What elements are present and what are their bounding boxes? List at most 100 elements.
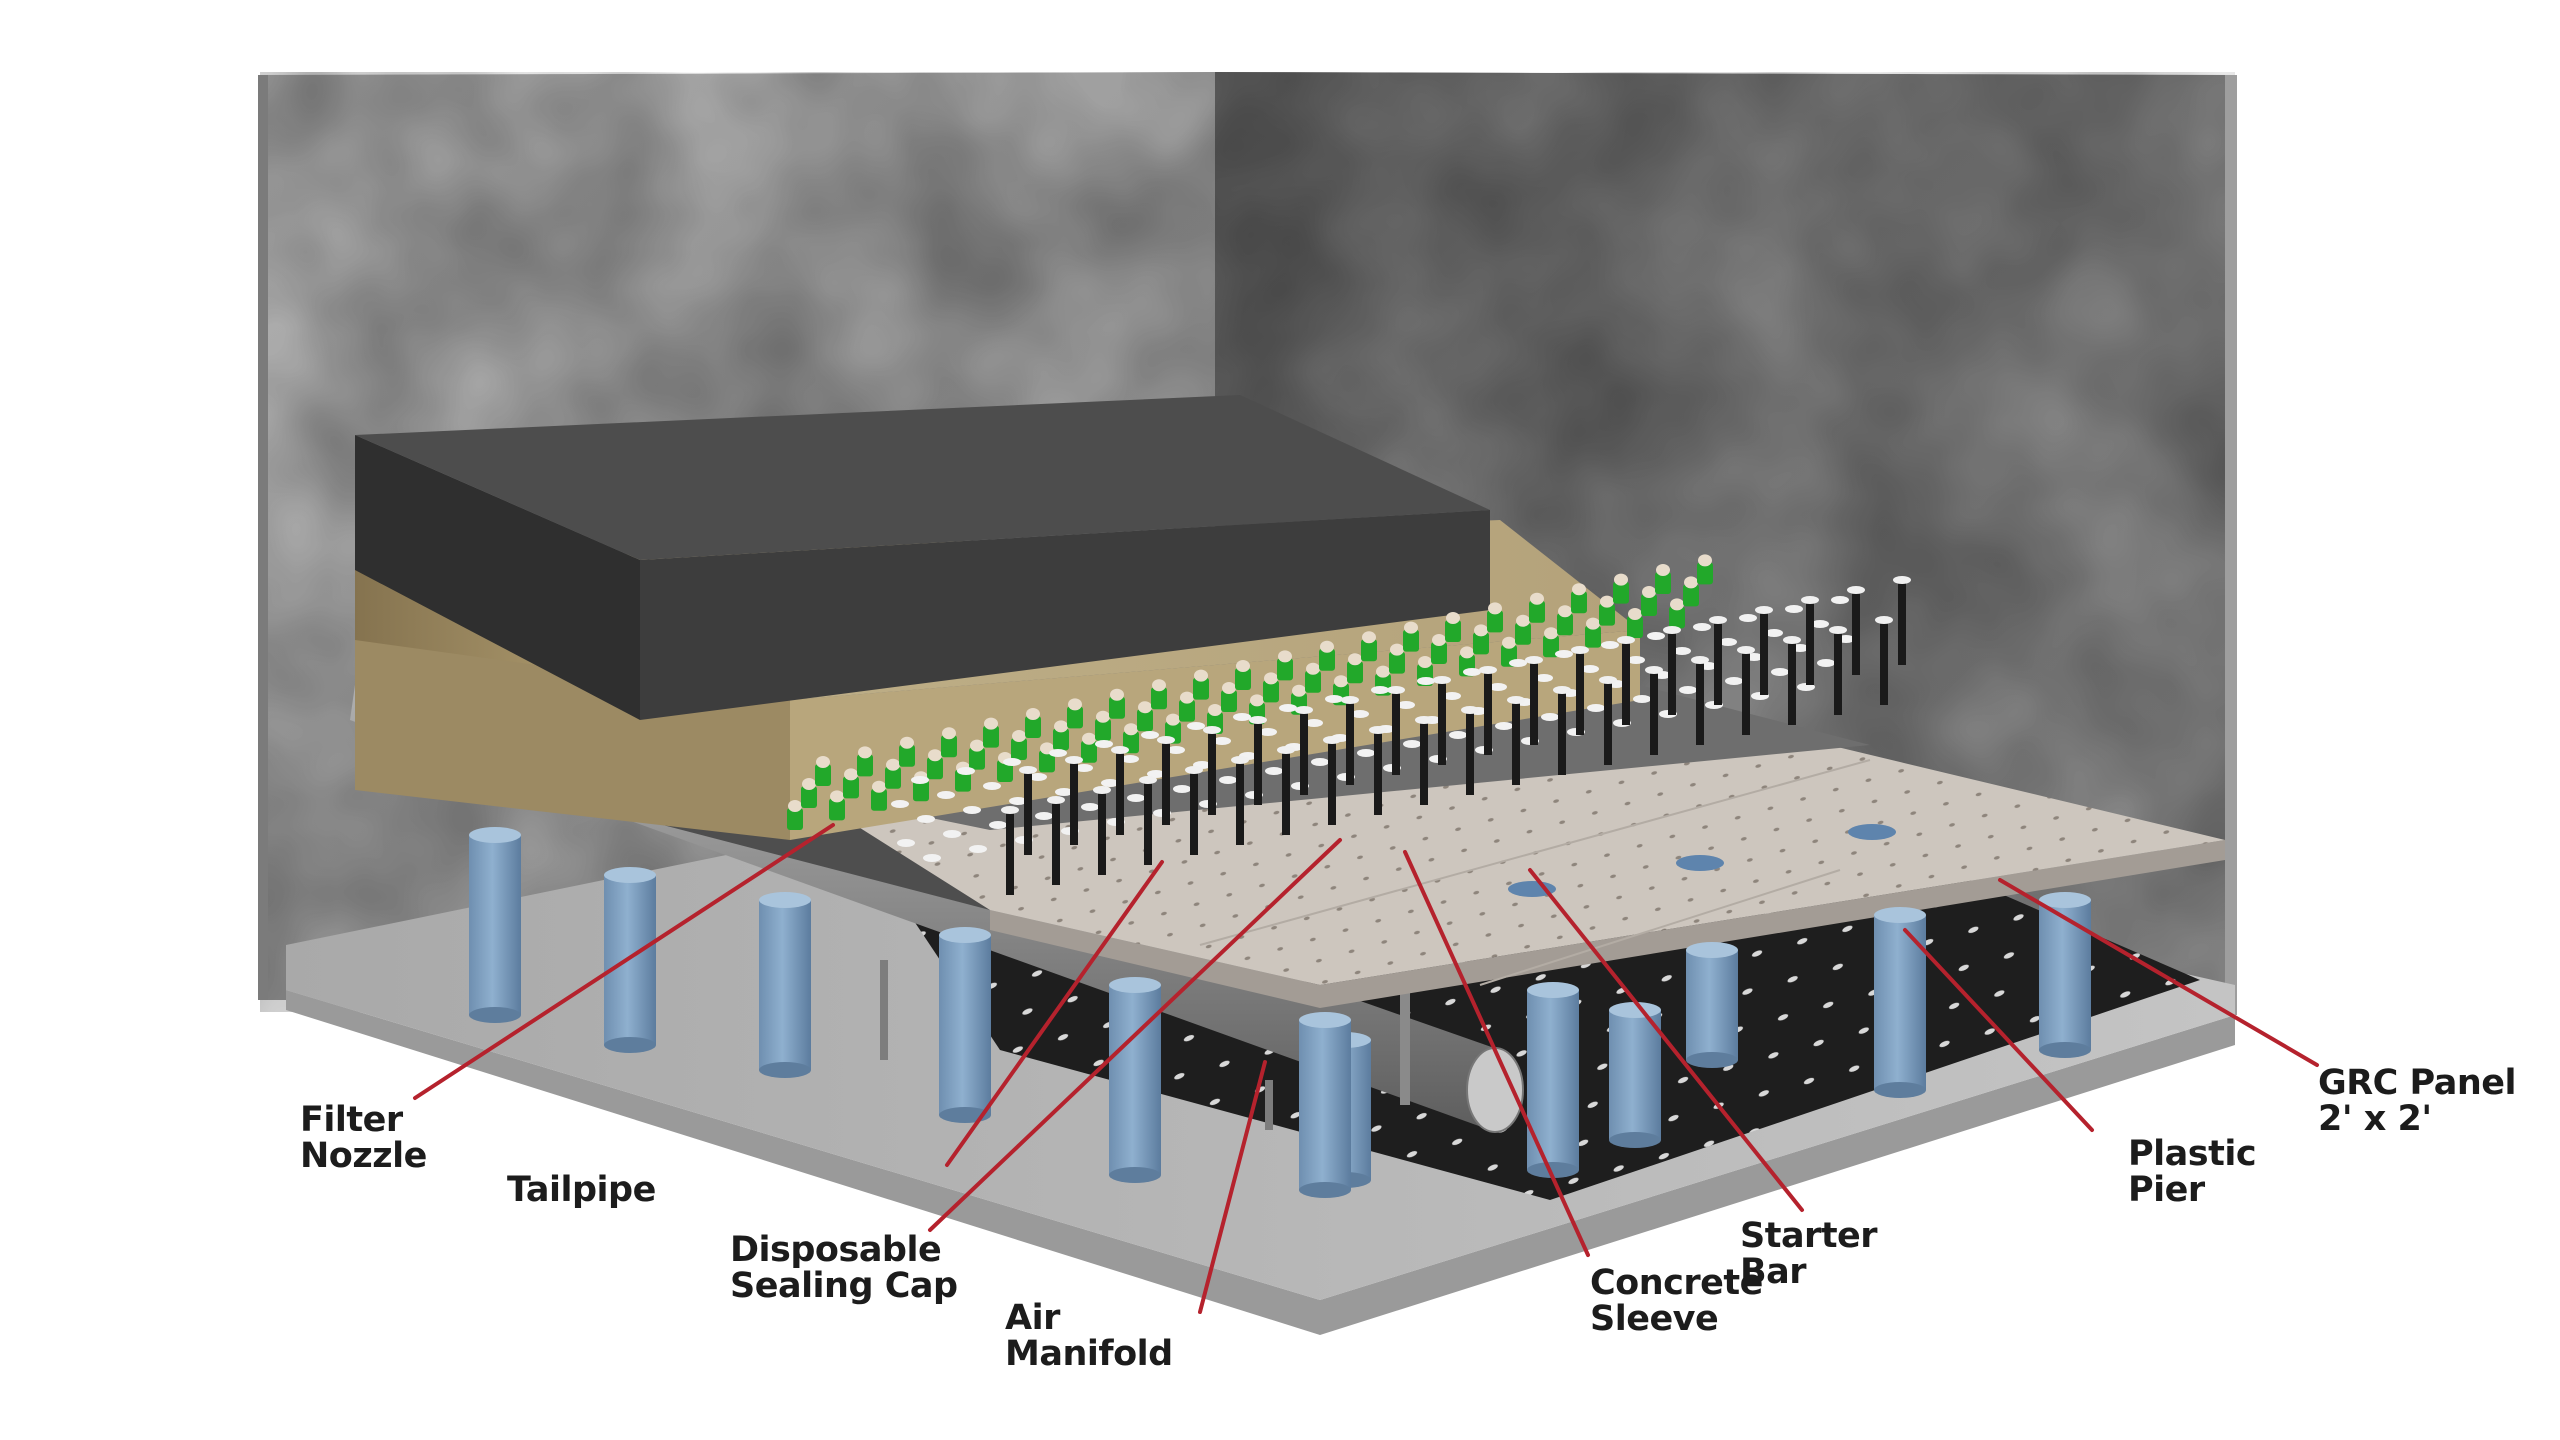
sealing-cap	[1693, 623, 1711, 631]
starter-bar-cap	[1415, 716, 1433, 724]
filter-nozzle	[1697, 562, 1713, 585]
starter-bar	[1576, 650, 1584, 735]
wall-edge-right	[2225, 75, 2237, 1015]
plastic-pier	[1109, 985, 1161, 1175]
nozzle-cap	[1390, 643, 1404, 656]
label-filter-nozzle: Filter Nozzle	[300, 1102, 427, 1174]
sealing-cap	[1403, 740, 1421, 748]
nozzle-cap	[1642, 586, 1656, 598]
sealing-cap	[1075, 764, 1093, 772]
sealing-cap	[1633, 695, 1651, 703]
sealing-cap	[1187, 722, 1205, 730]
sealing-cap	[1811, 620, 1829, 628]
starter-bar-cap	[1571, 646, 1589, 654]
leader-air-manifold	[1198, 1060, 1267, 1314]
sealing-cap	[1009, 797, 1027, 805]
starter-bar	[1392, 690, 1400, 775]
plastic-pier-base	[1686, 1052, 1738, 1068]
filter-nozzle	[1683, 584, 1699, 607]
sealing-cap	[1055, 788, 1073, 796]
nozzle-cap	[1236, 660, 1250, 672]
sealing-cap	[1279, 704, 1297, 712]
plastic-pier-top	[1686, 942, 1738, 958]
starter-bar	[1696, 660, 1704, 745]
plastic-pier-top	[759, 892, 811, 908]
plastic-pier-top	[1527, 982, 1579, 998]
starter-bar-cap	[1093, 786, 1111, 794]
leader-filter-nozzle	[413, 823, 835, 1100]
starter-bar-cap	[1433, 676, 1451, 684]
starter-bar-cap	[1157, 736, 1175, 744]
starter-bar-cap	[1185, 766, 1203, 774]
sealing-cap	[1719, 638, 1737, 646]
filter-nozzle	[1221, 690, 1237, 712]
nozzle-cap	[1208, 704, 1222, 716]
filter-nozzle	[1109, 696, 1125, 719]
nozzle-cap	[1012, 730, 1026, 742]
sealing-cap	[1311, 758, 1329, 766]
nozzle-cap	[1348, 653, 1362, 666]
sealing-cap	[1265, 767, 1283, 775]
starter-bar	[1714, 620, 1722, 705]
filter-nozzle	[1277, 658, 1293, 681]
starter-bar-cap	[1663, 626, 1681, 634]
filter-nozzle	[843, 776, 859, 799]
starter-bar-cap	[1065, 756, 1083, 764]
starter-bar	[1760, 610, 1768, 695]
nozzle-cap	[830, 790, 844, 803]
sealing-cap	[1725, 677, 1743, 685]
plastic-pier-top	[2039, 892, 2091, 908]
filter-nozzle	[1669, 606, 1685, 629]
label-line: Nozzle	[300, 1136, 427, 1176]
filter-nozzle	[1361, 639, 1377, 662]
sealing-cap	[1489, 683, 1507, 691]
sealing-cap	[1173, 785, 1191, 793]
leader-disposable-sealing-cap	[928, 838, 1342, 1232]
label-line: Disposable	[730, 1230, 942, 1270]
sealing-cap	[1581, 665, 1599, 673]
starter-bar-cap	[1783, 636, 1801, 644]
label-line: 2' x 2'	[2318, 1099, 2432, 1139]
filter-nozzle	[1193, 677, 1209, 700]
sealing-cap	[1003, 758, 1021, 766]
sealing-cap	[1035, 812, 1053, 820]
starter-bar-cap	[1019, 766, 1037, 774]
sealing-cap	[1219, 776, 1237, 784]
sealing-cap	[1817, 659, 1835, 667]
filter-nozzle	[829, 798, 845, 821]
nozzle-cap	[1558, 605, 1572, 618]
plastic-pier-base	[1527, 1162, 1579, 1178]
sealing-cap	[1601, 641, 1619, 649]
starter-bar	[1254, 720, 1262, 805]
label-line: Starter	[1740, 1216, 1878, 1256]
nozzle-cap	[1656, 564, 1670, 576]
label-tailpipe: Tailpipe	[507, 1172, 656, 1208]
filter-nozzle	[1067, 706, 1083, 729]
nozzle-cap	[788, 800, 802, 812]
starter-bar	[1604, 680, 1612, 765]
filter-nozzle	[1473, 632, 1489, 655]
starter-bar	[1852, 590, 1860, 675]
starter-bar	[1530, 660, 1538, 745]
filter-nozzle	[1081, 740, 1097, 763]
sealing-cap	[911, 776, 929, 784]
plastic-pier	[1299, 1020, 1351, 1190]
sealing-cap	[1397, 701, 1415, 709]
label-line: Tailpipe	[507, 1170, 656, 1210]
filter-nozzle	[1445, 620, 1461, 642]
sealing-cap	[1167, 746, 1185, 754]
label-concrete-sleeve: Concrete Sleeve	[1590, 1265, 1763, 1337]
sealing-cap	[1785, 605, 1803, 613]
sealing-cap	[943, 830, 961, 838]
sealing-cap	[1081, 803, 1099, 811]
starter-bar	[1650, 670, 1658, 755]
plastic-pier	[1527, 990, 1579, 1170]
sealing-cap	[969, 845, 987, 853]
starter-bar-cap	[1479, 666, 1497, 674]
plastic-piers	[469, 827, 2091, 1198]
starter-bar-cap	[1139, 776, 1157, 784]
starter-bar	[1834, 630, 1842, 715]
plastic-pier-top	[1874, 907, 1926, 923]
plastic-pier	[1609, 1010, 1661, 1140]
starter-bar-cap	[1111, 746, 1129, 754]
